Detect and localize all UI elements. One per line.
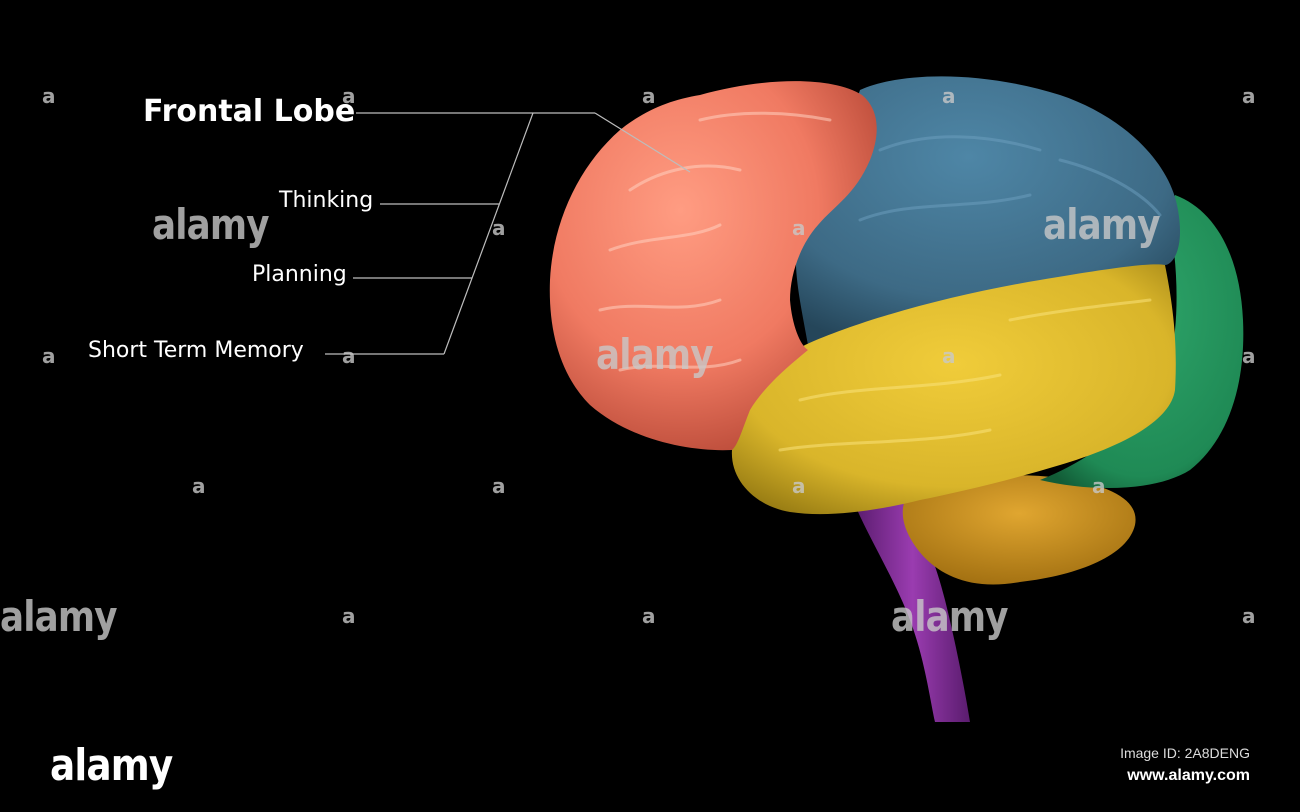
watermark-logo: alamy [596,330,714,379]
leader-lines [325,112,691,355]
parietal-gyri [858,135,1162,222]
watermark-mark: a [1242,604,1255,628]
watermark-mark: a [792,474,805,498]
alamy-logo: alamy [50,740,173,791]
label-short-term-memory: Short Term Memory [88,338,304,363]
frontal-region [549,81,877,451]
frontal-gyri [598,111,832,372]
watermark-mark: a [42,84,55,108]
occipital-region [1040,195,1244,489]
watermark-mark: a [42,344,55,368]
brainstem-region [855,500,970,722]
watermark-mark: a [492,216,505,240]
watermark-logo: alamy [1043,200,1161,249]
watermark-logo: alamy [0,592,118,641]
image-id: Image ID: 2A8DENG [1120,745,1250,761]
watermark-logo: alamy [891,592,1009,641]
watermark-mark: a [1242,84,1255,108]
watermark-mark: a [342,344,355,368]
watermark-mark: a [342,604,355,628]
watermark-mark: a [942,344,955,368]
watermark-mark: a [492,474,505,498]
watermark-mark: a [1092,474,1105,498]
label-planning: Planning [252,262,347,287]
watermark-mark: a [642,604,655,628]
temporal-region [731,264,1176,515]
frontal-lobe-title: Frontal Lobe [143,94,356,129]
parietal-region [795,76,1181,345]
watermark-mark: a [942,84,955,108]
watermark-mark: a [642,84,655,108]
watermark-mark: a [792,216,805,240]
watermark-mark: a [342,84,355,108]
watermark-logo: alamy [152,200,270,249]
label-thinking: Thinking [279,188,374,213]
site-url[interactable]: www.alamy.com [1127,767,1250,784]
cerebellum-region [902,475,1136,585]
watermark-mark: a [1242,344,1255,368]
watermark-mark: a [192,474,205,498]
temporal-gyri [778,298,1152,452]
